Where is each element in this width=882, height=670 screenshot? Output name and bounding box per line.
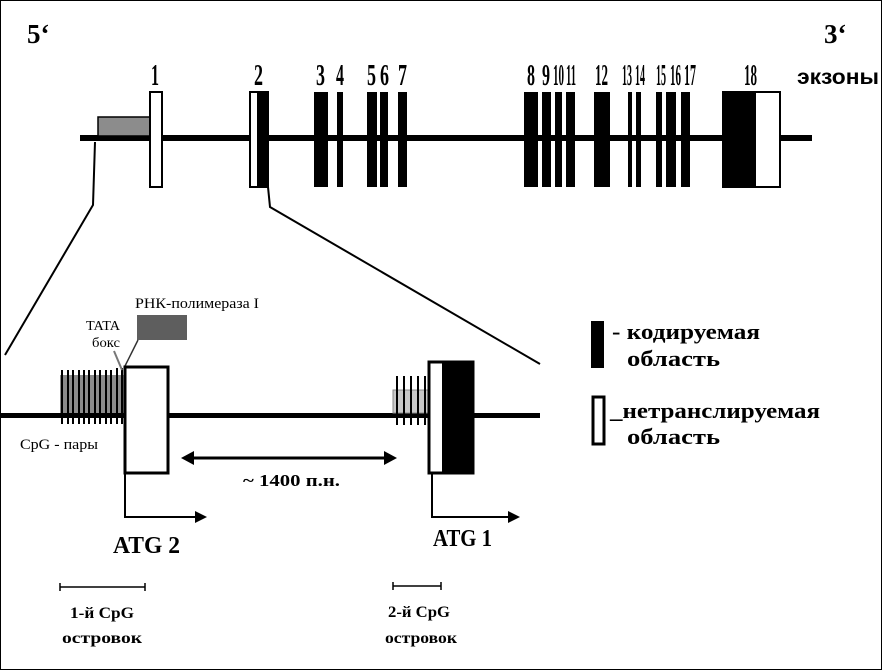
- atg2-label: ATG 2: [113, 533, 180, 559]
- first-cpg-region: [60, 368, 125, 424]
- exon-4: [337, 92, 343, 187]
- exons: [149, 91, 781, 188]
- first-cpg-island-label-line2: островок: [62, 630, 143, 647]
- exon-number: 8: [527, 57, 535, 92]
- cpg-pair-marks: [396, 376, 426, 425]
- legend-coding-label-line1: - кодируемая: [612, 319, 760, 344]
- cpg-pairs-label: CpG - пары: [20, 437, 98, 453]
- exon-number: 4: [336, 57, 344, 92]
- exon-3: [314, 92, 328, 187]
- five-prime-label: 5‘: [27, 19, 50, 49]
- exon-2-zoomed: [427, 360, 475, 475]
- exon-number: 10: [553, 57, 564, 92]
- exon-1: [149, 91, 163, 188]
- exons-label: экзоны: [797, 66, 879, 89]
- exon-number: 3: [316, 57, 325, 92]
- tata-label-line1: TATA: [86, 319, 121, 334]
- legend-utr-label-line1: _нетранслируемая: [609, 398, 820, 423]
- zoom-line-left: [4, 141, 96, 356]
- legend: - кодируемая область _нетранслируемая об…: [591, 319, 820, 449]
- exon-9: [542, 92, 551, 187]
- tata-pointer-line: [113, 350, 123, 371]
- exon-number: 7: [398, 57, 407, 92]
- rna-polymerase-label: РНК-полимераза I: [135, 296, 259, 312]
- exon-14: [636, 92, 641, 187]
- first-cpg-island-label-line1: 1-й CpG: [70, 605, 135, 622]
- exon-15: [656, 92, 662, 187]
- first-cpg-island-bar: [59, 583, 146, 591]
- gene-backbone-line: [80, 135, 812, 141]
- exon-number: 17: [684, 57, 696, 92]
- exon-13: [628, 92, 632, 187]
- second-cpg-island-bar: [392, 582, 442, 590]
- cpg-pair-marks: [61, 368, 123, 424]
- exon-number: 11: [566, 57, 576, 92]
- atg1-label: ATG 1: [433, 526, 492, 552]
- exon-7: [398, 92, 407, 187]
- exon-number: 2: [254, 57, 263, 92]
- exon-12: [594, 92, 610, 187]
- exon-numbers: 1 2 3 4 5 6 7 8 9 10 11 12 13 14 15 16 1…: [151, 57, 757, 92]
- exon-1-zoomed: [123, 365, 170, 475]
- second-cpg-island-label-line2: островок: [385, 630, 458, 647]
- exon-11: [566, 92, 575, 187]
- exon-number: 1: [151, 57, 159, 92]
- exon-6: [380, 92, 388, 187]
- second-cpg-island-label-line1: 2-й CpG: [388, 604, 451, 621]
- exon-8: [524, 92, 538, 187]
- distance-arrow: [181, 451, 397, 465]
- exon-16: [666, 92, 676, 187]
- exon-18: [722, 91, 781, 188]
- exon-number: 5: [367, 57, 376, 92]
- three-prime-label: 3‘: [824, 19, 847, 49]
- exon-5: [367, 92, 377, 187]
- atg1-arrow: [431, 473, 520, 523]
- rna-polymerase-pointer-line: [123, 339, 139, 369]
- exon-number: 18: [744, 57, 757, 92]
- second-cpg-region: [392, 376, 430, 425]
- exon-2: [249, 91, 269, 188]
- atg2-arrow: [124, 473, 207, 523]
- zoom-backbone-line: [0, 413, 540, 418]
- exon-number: 6: [380, 57, 389, 92]
- rna-polymerase-box: [137, 315, 187, 340]
- exon-number: 9: [542, 57, 550, 92]
- exon-number: 16: [670, 57, 681, 92]
- exon-number: 13: [622, 57, 632, 92]
- distance-label: ~ 1400 п.н.: [243, 471, 340, 490]
- exon-number: 12: [595, 57, 608, 92]
- legend-utr-label-line2: область: [627, 424, 720, 449]
- legend-coding-swatch: [591, 321, 604, 368]
- exon-10: [555, 92, 562, 187]
- legend-coding-label-line2: область: [627, 346, 720, 371]
- zoom-line-right: [267, 186, 541, 365]
- legend-utr-swatch: [591, 395, 606, 446]
- exon-17: [681, 92, 690, 187]
- tata-label-line2: бокс: [92, 336, 120, 351]
- exon-number: 15: [656, 57, 666, 92]
- exon-number: 14: [635, 57, 645, 92]
